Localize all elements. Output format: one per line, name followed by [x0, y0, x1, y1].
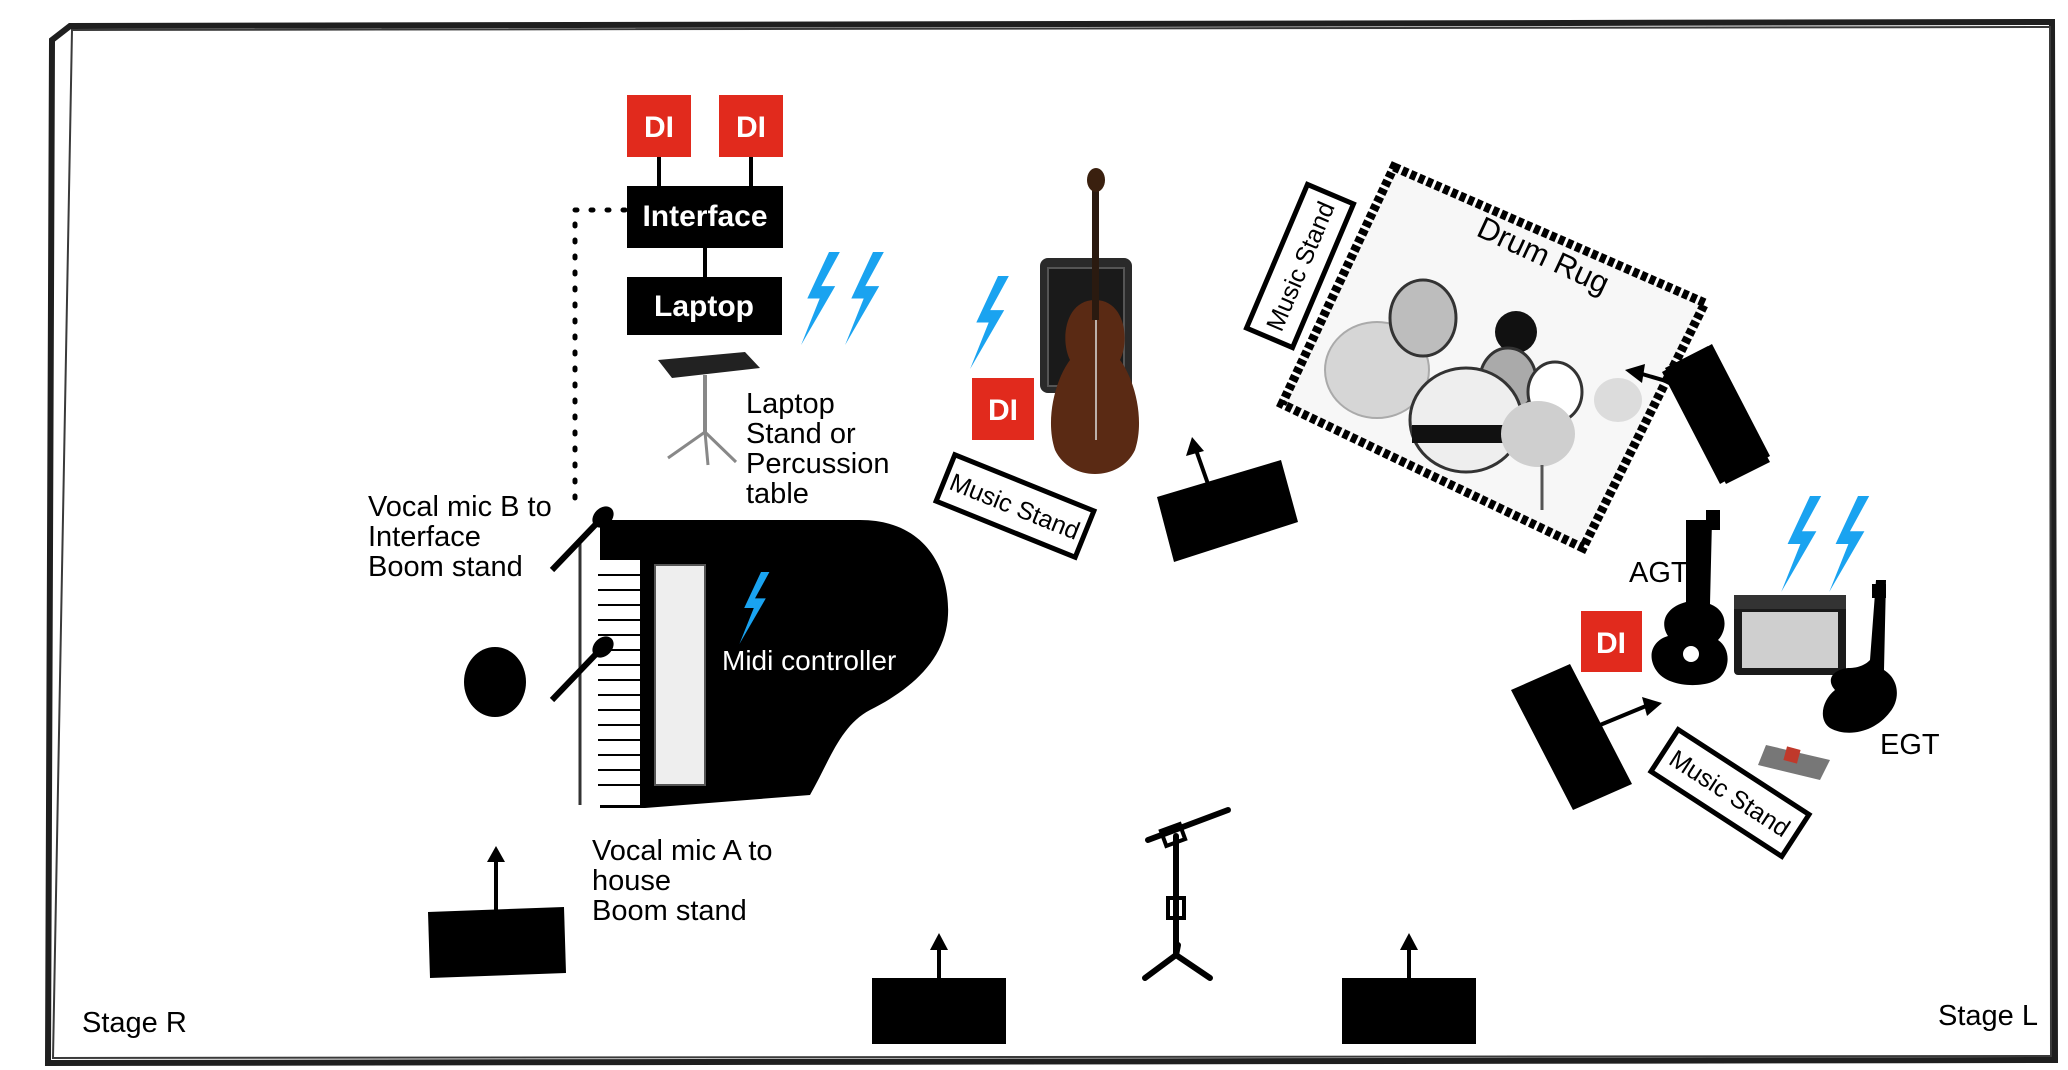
guitar-amp-icon	[1734, 595, 1846, 675]
svg-text:DI: DI	[736, 111, 766, 144]
grand-piano-icon	[578, 520, 949, 808]
electric-guitar-icon	[1822, 580, 1897, 733]
stage-left-label: Stage L	[1938, 1000, 2038, 1032]
pedalboard-icon	[1758, 745, 1830, 780]
power-icon-laptop	[801, 252, 884, 345]
audio-interface: Interface	[627, 186, 783, 248]
svg-text:Vocal mic B to: Vocal mic B to	[368, 491, 552, 523]
svg-text:Vocal mic A to: Vocal mic A to	[592, 835, 773, 867]
vocal-mic-a-icon	[549, 636, 614, 703]
svg-text:Stand or: Stand or	[746, 418, 856, 450]
svg-text:Interface: Interface	[642, 200, 767, 233]
svg-text:DI: DI	[644, 111, 674, 144]
agt-label: AGT	[1629, 557, 1689, 589]
svg-text:DI: DI	[1596, 627, 1626, 660]
svg-text:DI: DI	[988, 394, 1018, 427]
di-box-bass: DI	[972, 378, 1034, 440]
stage-right-label: Stage R	[82, 1007, 187, 1039]
power-icon-guitar	[1781, 496, 1870, 592]
stage-border	[44, 18, 2059, 1067]
svg-text:Laptop: Laptop	[654, 290, 754, 323]
performer-position	[464, 647, 526, 717]
vocal-mic-b-label: Vocal mic B to Interface Boom stand	[368, 491, 552, 583]
di-box-1: DI	[627, 95, 691, 157]
monitor-wedge-keys	[428, 846, 566, 978]
monitor-wedge-center-left	[872, 933, 1006, 1044]
monitor-wedge-drums	[1625, 344, 1770, 484]
upright-bass-icon	[1040, 168, 1140, 474]
laptop-stand-label: Laptop Stand or Percussion table	[746, 388, 889, 510]
svg-text:Interface: Interface	[368, 521, 481, 553]
di-box-guitar: DI	[1581, 611, 1642, 672]
monitor-wedge-guitar	[1511, 664, 1662, 810]
vocal-mic-b-icon	[549, 506, 614, 573]
dotted-cable	[572, 207, 628, 508]
svg-text:Percussion: Percussion	[746, 448, 889, 480]
svg-text:Boom stand: Boom stand	[368, 551, 523, 583]
music-stand-guitar: Music Stand	[1647, 726, 1813, 860]
acoustic-guitar-icon	[1651, 510, 1728, 686]
midi-controller-label: Midi controller	[722, 645, 896, 676]
laptop: Laptop	[627, 277, 782, 335]
vocal-mic-a-label: Vocal mic A to house Boom stand	[592, 835, 773, 927]
svg-text:table: table	[746, 478, 809, 510]
egt-label: EGT	[1880, 729, 1940, 761]
center-mic-stand-icon	[1142, 807, 1231, 981]
laptop-stand-icon	[658, 352, 760, 466]
svg-text:house: house	[592, 865, 671, 897]
music-stand-bass: Music Stand	[932, 451, 1098, 561]
monitor-wedge-center-right	[1342, 933, 1476, 1044]
monitor-wedge-bass	[1157, 437, 1298, 562]
power-icon-bass	[970, 276, 1009, 369]
svg-text:Boom stand: Boom stand	[592, 895, 747, 927]
svg-text:Laptop: Laptop	[746, 388, 835, 420]
di-box-2: DI	[719, 95, 783, 157]
drum-kit-icon	[1324, 278, 1642, 510]
